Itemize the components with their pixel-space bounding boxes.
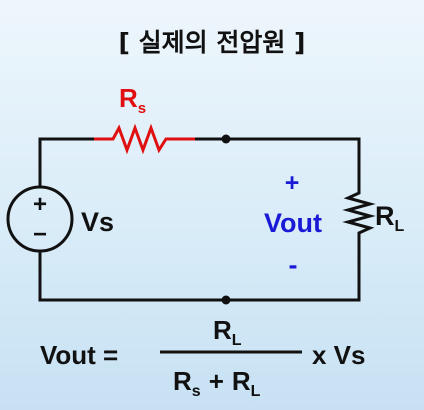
formula-rhs: x Vs [312, 340, 366, 370]
wire-top-right [193, 137, 361, 190]
node-dot-bottom [221, 295, 231, 305]
formula-numerator: RL [213, 315, 242, 349]
wires [38, 137, 361, 302]
source-minus-sign: − [33, 221, 47, 248]
formula-lhs: Vout = [40, 340, 118, 370]
output-label: Vout [264, 208, 322, 238]
load-resistor-label: RL [375, 201, 405, 235]
formula-denominator: Rs+RL [173, 366, 261, 400]
output-minus-sign: - [289, 250, 298, 280]
wire-top-left [38, 137, 96, 188]
voltage-source-circle [6, 185, 74, 253]
series-resistor-label: Rs [119, 83, 146, 117]
wire-bottom [38, 236, 361, 302]
source-label: Vs [81, 207, 114, 237]
diagram-title: [ 실제의 전압원 ] [119, 28, 306, 57]
output-plus-sign: + [285, 169, 300, 197]
load-resistor-zigzag [342, 188, 376, 238]
node-dot-top [221, 134, 231, 144]
series-resistor-zigzag [94, 123, 195, 155]
voltage-source: + − [6, 185, 74, 253]
source-plus-sign: + [33, 191, 47, 218]
